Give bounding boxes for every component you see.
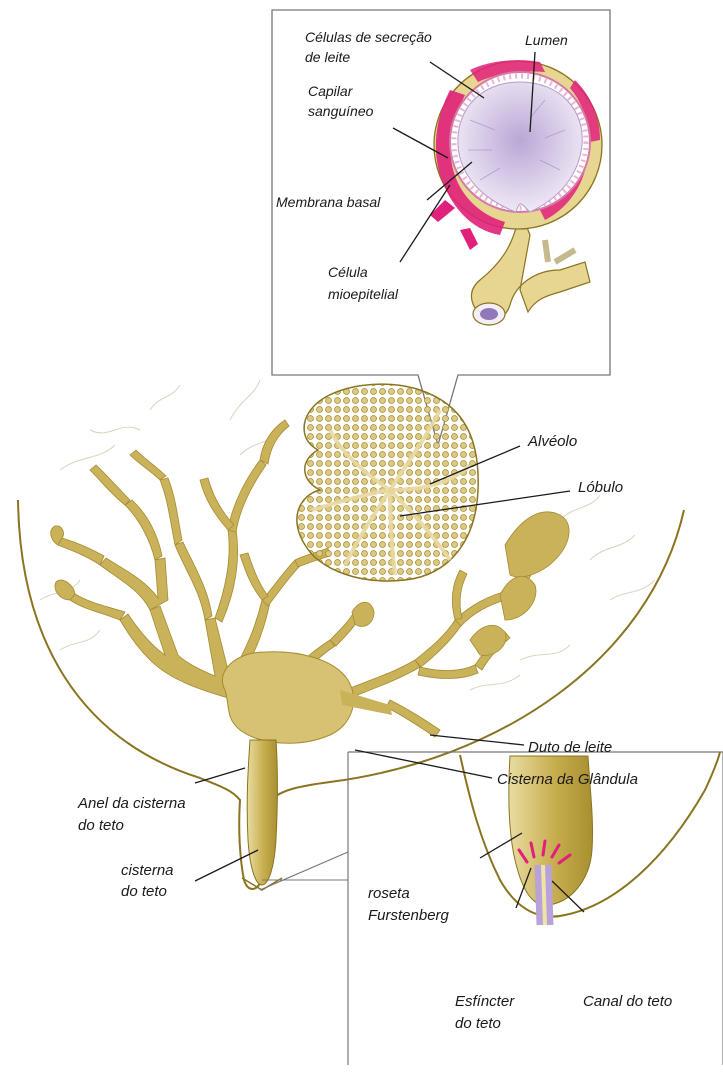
label-secretory-cells: Células de secreção bbox=[305, 29, 432, 45]
label-secretory-cells-2: de leite bbox=[305, 49, 350, 65]
label-milk-duct: Duto de leite bbox=[528, 739, 612, 756]
label-lobule: Lóbulo bbox=[578, 479, 623, 496]
label-blood-capillary-2: sanguíneo bbox=[308, 103, 374, 119]
label-myoepithelial-cell-2: mioepitelial bbox=[328, 286, 399, 302]
label-rosette-2: Furstenberg bbox=[368, 907, 450, 924]
label-teat-sphincter: Esfíncter bbox=[455, 993, 515, 1010]
label-basal-membrane: Membrana basal bbox=[276, 194, 381, 210]
label-myoepithelial-cell: Célula bbox=[328, 264, 368, 280]
label-alveolus: Alvéolo bbox=[527, 433, 577, 450]
label-gland-cistern: Cisterna da Glândula bbox=[497, 771, 638, 788]
label-blood-capillary: Capilar bbox=[308, 83, 354, 99]
label-rosette: roseta bbox=[368, 885, 410, 902]
label-teat-sphincter-2: do teto bbox=[455, 1015, 501, 1032]
label-teat-cistern: cisterna bbox=[121, 862, 174, 879]
label-teat-canal: Canal do teto bbox=[583, 993, 672, 1010]
label-cistern-ring-2: do teto bbox=[78, 817, 124, 834]
label-teat-cistern-2: do teto bbox=[121, 883, 167, 900]
label-lumen: Lumen bbox=[525, 32, 568, 48]
alveolus-inset bbox=[272, 10, 610, 445]
label-cistern-ring: Anel da cisterna bbox=[77, 795, 186, 812]
